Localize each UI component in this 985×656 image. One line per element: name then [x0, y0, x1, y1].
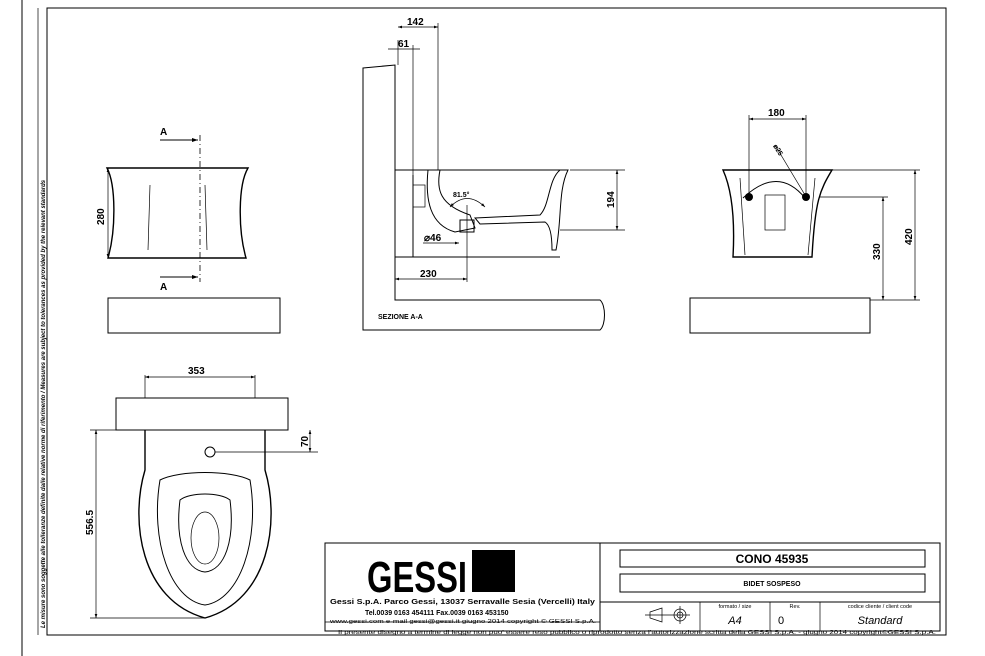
- dim-194: 194: [606, 191, 617, 208]
- company-line: Gessi S.p.A. Parco Gessi, 13037 Serraval…: [330, 599, 595, 606]
- product-description: BIDET SOSPESO: [743, 581, 801, 588]
- section-marker-top: A: [160, 127, 167, 138]
- section-view: 142 61 81.5° ⌀46 230 194 SEZIONE A-A: [362, 17, 625, 331]
- product-name: CONO 45935: [736, 552, 809, 566]
- bolt-spacing-180: 180: [768, 108, 785, 119]
- bolt-diameter-25: ⌀25: [771, 143, 783, 157]
- dim-61: 61: [398, 39, 410, 50]
- angle-81-5: 81.5°: [453, 191, 470, 199]
- rear-view: 180 ⌀25 330 420: [689, 108, 920, 334]
- front-view: A A 280: [96, 127, 281, 334]
- height-dim-280: 280: [96, 208, 107, 225]
- legal-notice: Il presente disegno a termine di legge n…: [338, 629, 937, 636]
- plan-view: 353 70 556.5: [85, 366, 318, 619]
- svg-text:GESSI: GESSI: [367, 553, 467, 602]
- depth-dim-556-5: 556.5: [85, 510, 96, 535]
- client-code-value: Standard: [858, 615, 904, 627]
- web-line: www.gessi.com e-mail gessi@gessi.it giug…: [329, 618, 597, 625]
- dim-142: 142: [407, 17, 424, 28]
- margin-note: Le misure sono soggette alle tolleranze …: [41, 179, 47, 628]
- title-block: GESSI Gessi S.p.A. Parco Gessi, 13037 Se…: [324, 542, 941, 632]
- projection-symbol-icon: [645, 606, 690, 624]
- size-value: A4: [727, 615, 741, 627]
- phone-line: Tel.0039 0163 454111 Fax.0039 0163 45315…: [365, 610, 509, 617]
- client-code-label: codice cliente / client code: [848, 604, 912, 610]
- size-label: formato / size: [718, 604, 751, 610]
- floor-hatch: [107, 297, 281, 334]
- width-dim-353: 353: [188, 366, 205, 377]
- bolt-height-330: 330: [872, 243, 883, 260]
- section-label: SEZIONE A-A: [378, 314, 423, 321]
- total-height-420: 420: [904, 228, 915, 245]
- diameter-46: ⌀46: [424, 233, 442, 244]
- rev-label: Rev.: [790, 604, 801, 610]
- offset-dim-70: 70: [300, 435, 311, 447]
- gessi-logo: GESSI: [367, 550, 515, 602]
- rev-value: 0: [778, 615, 784, 627]
- section-marker-bottom: A: [160, 282, 167, 293]
- dim-230: 230: [420, 269, 437, 280]
